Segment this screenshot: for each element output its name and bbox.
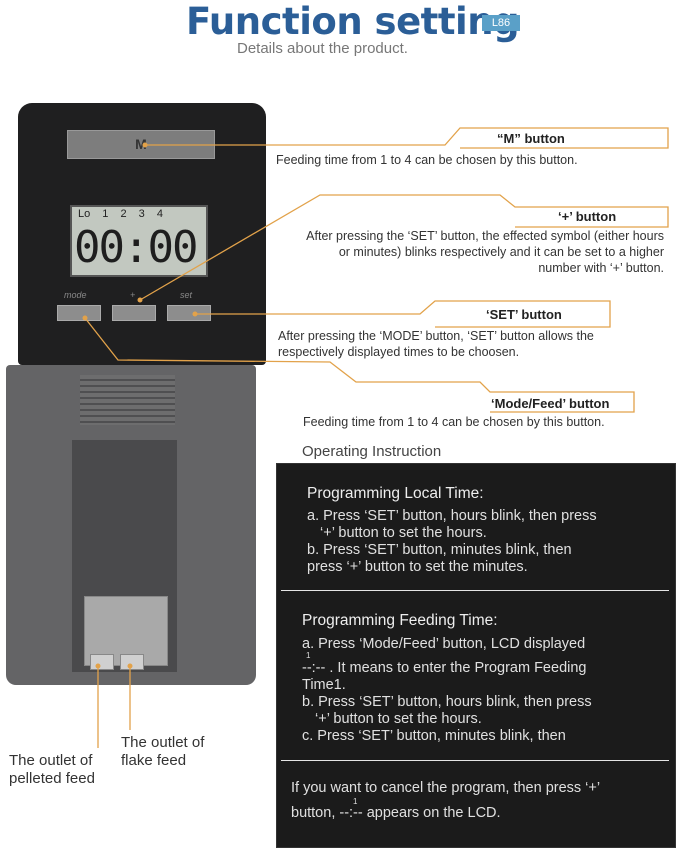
label-line: pelleted feed: [9, 770, 95, 787]
device-set-button: [167, 305, 211, 321]
pelleted-outlet-label: The outlet of pelleted feed: [9, 752, 95, 788]
feeding-time-line: b. Press ‘SET’ button, hours blink, then…: [302, 694, 592, 710]
m-button-description: Feeding time from 1 to 4 can be chosen b…: [276, 153, 578, 167]
set-callout-line: [195, 300, 611, 328]
label-line: The outlet of: [121, 734, 205, 751]
flake-outlet: [120, 654, 144, 670]
m-callout-line: [145, 127, 669, 149]
set-button-label: set: [180, 290, 193, 300]
cancel-line: If you want to cancel the program, then …: [291, 780, 601, 796]
mode-feed-button-description: Feeding time from 1 to 4 can be chosen b…: [303, 415, 605, 429]
feeding-time-line: ‘+’ button to set the hours.: [315, 711, 482, 727]
flake-outlet-label: The outlet of flake feed: [121, 734, 204, 770]
lcd-screen: [70, 205, 208, 277]
plus-callout-line: [139, 194, 669, 301]
feeding-time-line: c. Press ‘SET’ button, minutes blink, th…: [302, 728, 566, 744]
feeding-time-line: --:-- . It means to enter the Program Fe…: [302, 660, 587, 676]
panel-divider: [281, 590, 669, 591]
plus-button-label: +: [130, 290, 136, 300]
operating-instruction-heading: Operating Instruction: [302, 443, 442, 460]
mode-feed-button-callout: ‘Mode/Feed’ button: [491, 396, 610, 411]
feeding-time-title: Programming Feeding Time:: [302, 612, 498, 629]
mode-button-label: mode: [64, 290, 87, 300]
superscript-one: 1: [353, 797, 358, 806]
panel-divider: [281, 760, 669, 761]
plus-button-description: After pressing the ‘SET’ button, the eff…: [306, 229, 664, 275]
feeding-time-line: a. Press ‘Mode/Feed’ button, LCD display…: [302, 636, 586, 652]
device-plus-button: [112, 305, 156, 321]
m-button-callout: “M” button: [497, 131, 565, 146]
local-time-line: a. Press ‘SET’ button, hours blink, then…: [307, 508, 597, 524]
cancel-line: button, --:-- appears on the LCD.: [291, 805, 501, 821]
local-time-line: ‘+’ button to set the hours.: [320, 525, 487, 541]
plus-button-callout: ‘+’ button: [558, 209, 617, 224]
local-time-title: Programming Local Time:: [307, 485, 484, 502]
set-button-description: After pressing the ‘MODE’ button, ‘SET’ …: [278, 329, 594, 359]
device-mode-button: [57, 305, 101, 321]
lcd-labels: Lo 1 2 3 4: [78, 208, 163, 220]
feeder-vent: [80, 375, 175, 425]
mode-callout-line: [84, 317, 635, 413]
page-subtitle: Details about the product.: [237, 40, 408, 57]
feeding-time-line: Time1.: [302, 677, 346, 693]
label-line: flake feed: [121, 752, 187, 769]
page-title: Function setting: [186, 0, 520, 43]
superscript-one: 1: [306, 651, 311, 660]
local-time-line: press ‘+’ button to set the minutes.: [307, 559, 528, 575]
instruction-panel: [276, 463, 676, 848]
model-badge: L86: [482, 15, 520, 31]
set-button-callout: ‘SET’ button: [486, 307, 562, 322]
local-time-line: b. Press ‘SET’ button, minutes blink, th…: [307, 542, 572, 558]
label-line: The outlet of: [9, 752, 93, 769]
lcd-digits: 00:00: [74, 222, 198, 273]
